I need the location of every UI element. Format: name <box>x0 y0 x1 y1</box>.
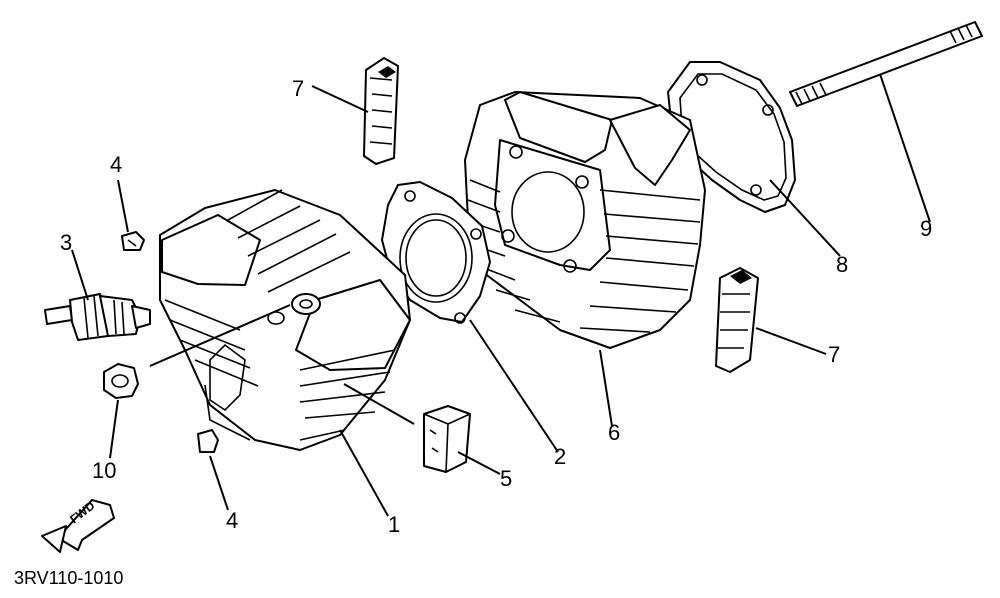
cylinder-part <box>464 91 706 349</box>
callout-9: 9 <box>920 216 932 241</box>
callout-4-upper: 4 <box>110 152 122 177</box>
callout-10: 10 <box>92 458 116 483</box>
damper-block-part <box>423 405 471 473</box>
forward-arrow: FWD <box>41 498 115 553</box>
leader-lines <box>71 73 931 517</box>
callout-7-upper: 7 <box>292 76 304 101</box>
callout-1: 1 <box>388 512 400 537</box>
head-gasket-part <box>381 181 491 324</box>
damper-strip-upper <box>363 57 399 165</box>
nut-part <box>103 363 139 399</box>
small-piece-lower <box>197 429 219 453</box>
cylinder-head-part <box>159 189 411 451</box>
callout-8: 8 <box>836 252 848 277</box>
stud-bolt-part <box>789 21 983 107</box>
callout-2: 2 <box>554 444 566 469</box>
small-piece-upper <box>121 231 145 251</box>
callout-3: 3 <box>60 230 72 255</box>
callout-4-lower: 4 <box>226 508 238 533</box>
callout-7-lower: 7 <box>828 342 840 367</box>
part-code: 3RV110-1010 <box>14 568 123 588</box>
damper-strip-lower <box>715 267 759 373</box>
callout-6: 6 <box>608 420 620 445</box>
spark-plug-part <box>44 293 151 341</box>
callout-5: 5 <box>500 466 512 491</box>
